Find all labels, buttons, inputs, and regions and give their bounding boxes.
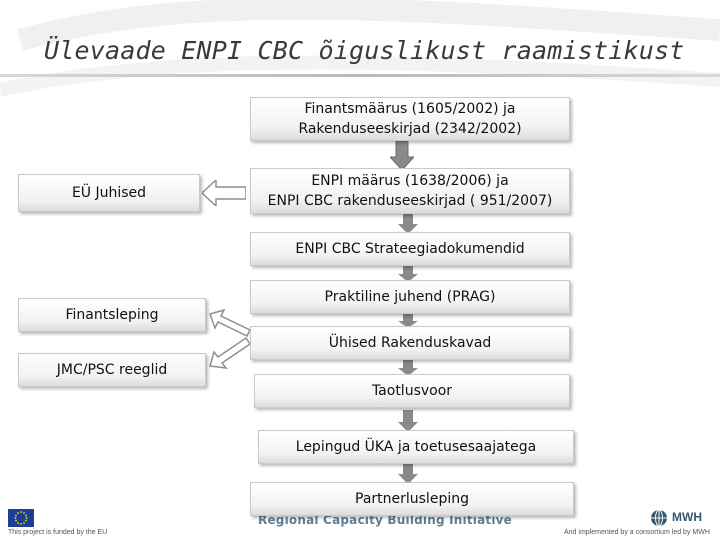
box-prag: Praktiline juhend (PRAG) [250, 280, 570, 314]
arrow-diagonal-finantsleping [209, 308, 252, 337]
box-eu-juhised: EÜ Juhised [18, 174, 200, 212]
arrow-down-7 [398, 464, 418, 484]
box-rakenduskavad-label: Ühised Rakenduskavad [328, 335, 492, 351]
box-taotlusvoor-label: Taotlusvoor [371, 383, 453, 399]
arrow-down-4 [398, 314, 418, 328]
box-lepingud: Lepingud ÜKA ja toetusesaajatega [258, 430, 574, 464]
box-partnerlus-label: Partnerlusleping [355, 491, 469, 507]
box-finantsleping-label: Finantsleping [65, 307, 159, 323]
box-partnerlus: Partnerlusleping [250, 482, 574, 516]
arrow-down-1 [390, 141, 414, 170]
box-finantsmaarus: Finantsmäärus (1605/2002) ja Rakendusees… [250, 97, 570, 141]
arrow-left-eu [202, 180, 246, 206]
box-rakenduskavad: Ühised Rakenduskavad [250, 326, 570, 360]
title-divider [0, 74, 720, 77]
arrow-down-5 [398, 360, 418, 376]
box-strateegia: ENPI CBC Strateegiadokumendid [250, 232, 570, 266]
footer-banner: Regional Capacity Building Initiative [258, 513, 513, 527]
eu-stars-icon [14, 511, 28, 525]
page-title: Ülevaade ENPI CBC õiguslikust raamistiku… [44, 36, 685, 65]
box-finantsleping: Finantsleping [18, 298, 206, 332]
arrow-down-2 [398, 214, 418, 234]
box-enpi-maarus: ENPI määrus (1638/2006) ja ENPI CBC rake… [250, 168, 570, 214]
box-lepingud-label: Lepingud ÜKA ja toetusesaajatega [295, 439, 537, 455]
arrow-down-3 [398, 266, 418, 282]
globe-icon [651, 509, 667, 527]
footer-implemented-text: And implemented by a consortium led by M… [564, 529, 710, 536]
box-finantsmaarus-label: Finantsmäärus (1605/2002) ja Rakendusees… [298, 101, 522, 137]
box-prag-label: Praktiline juhend (PRAG) [324, 289, 496, 305]
box-jmc-psc: JMC/PSC reeglid [18, 353, 206, 387]
box-enpi-maarus-label: ENPI määrus (1638/2006) ja ENPI CBC rake… [267, 173, 553, 209]
footer-funded-text: This project is funded by the EU [8, 529, 108, 536]
box-eu-juhised-label: EÜ Juhised [71, 185, 147, 201]
arrow-down-6 [398, 410, 418, 432]
mwh-logo-text: MWH [672, 510, 702, 524]
box-jmc-psc-label: JMC/PSC reeglid [56, 362, 168, 378]
box-strateegia-label: ENPI CBC Strateegiadokumendid [295, 241, 525, 257]
eu-flag-logo [8, 509, 34, 527]
box-taotlusvoor: Taotlusvoor [254, 374, 570, 408]
arrow-diagonal-jmc [209, 336, 252, 369]
